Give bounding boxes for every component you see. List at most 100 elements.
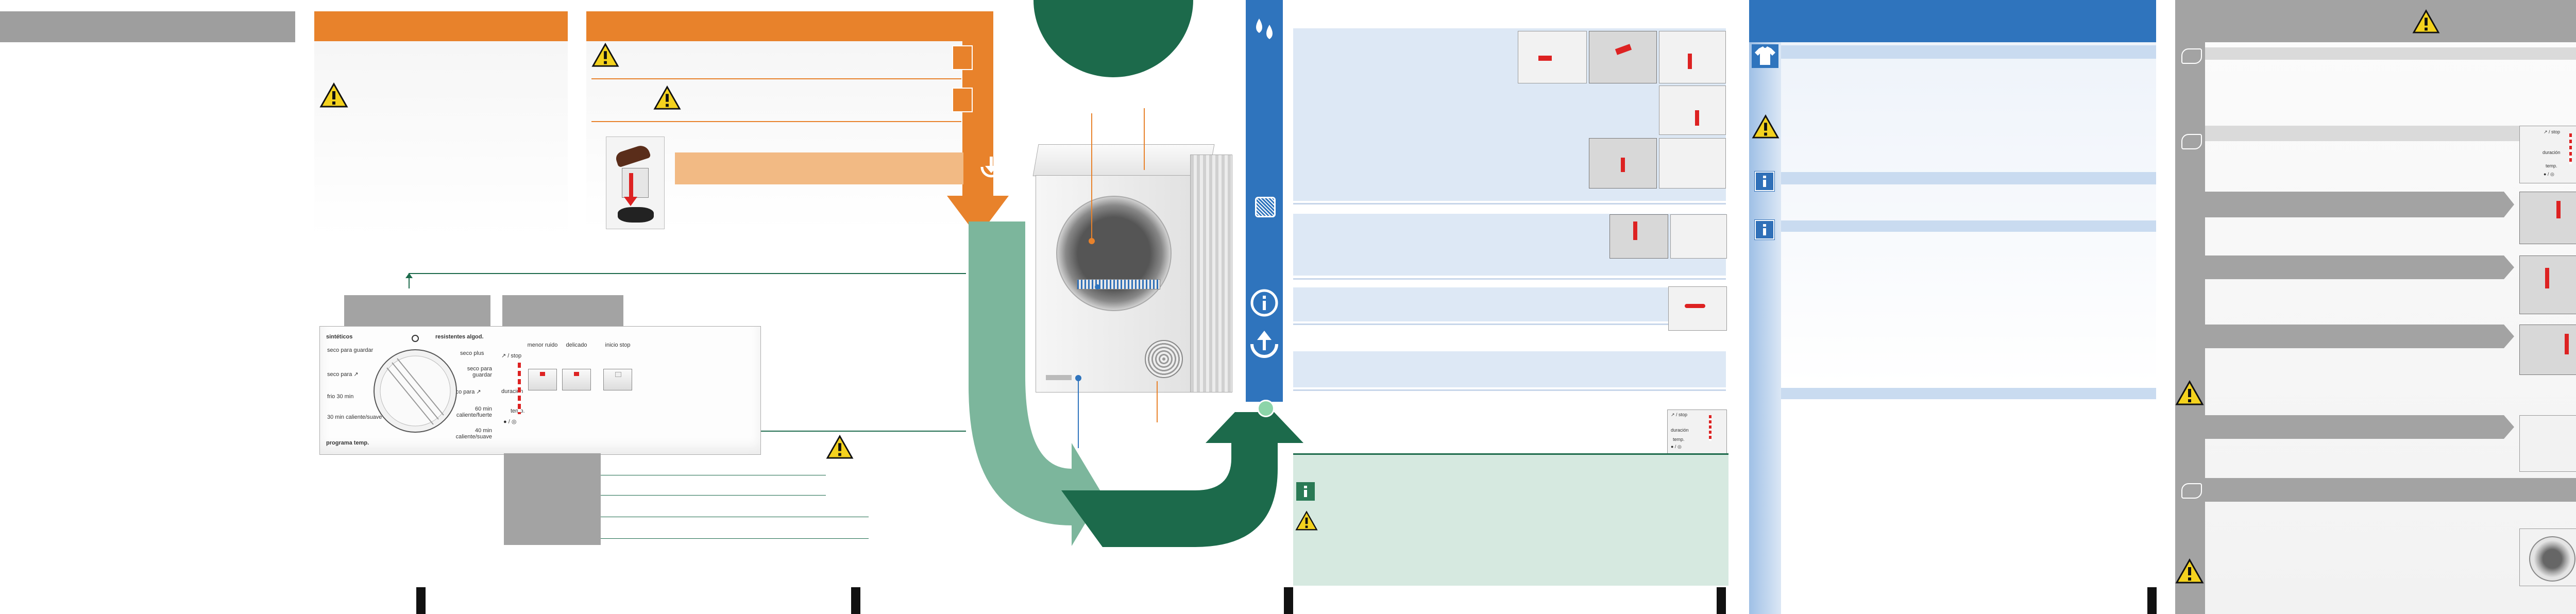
plug-connection-icon <box>952 88 973 112</box>
up-arrow-circle-icon <box>1250 331 1278 358</box>
info-circle-icon <box>1250 289 1278 317</box>
program-table-bg <box>1781 42 2156 614</box>
control-tab-right <box>502 295 623 326</box>
red-arrow-icon <box>1685 304 1705 308</box>
maintenance-section-bg <box>1293 287 1726 321</box>
warning-icon <box>2412 9 2440 33</box>
maintenance-rule <box>1293 389 1726 391</box>
button-label-start-stop: inicio stop <box>605 342 631 348</box>
dial-option: seco plus <box>460 350 484 356</box>
dial-option: seco para guardar <box>467 366 492 378</box>
program-table-band <box>1781 388 2156 399</box>
program-dial[interactable] <box>371 347 459 435</box>
button-label-low-noise: menor ruido <box>527 342 558 348</box>
option-table-gray-col <box>504 453 601 545</box>
start-stop-button[interactable] <box>603 369 632 390</box>
dial-option: seco para ↗ <box>450 389 481 395</box>
dial-option: 40 min caliente/suave <box>455 428 492 440</box>
thumb-label: ↗ / stop <box>2544 129 2561 134</box>
side-label: ↗ / stop <box>501 353 522 359</box>
option-table-row-line <box>601 495 826 496</box>
info-icon <box>1296 482 1315 501</box>
callout-line <box>1078 376 1079 448</box>
dryer-side <box>1190 155 1232 393</box>
filter-mesh-icon <box>1255 197 1276 217</box>
dryer-illustration <box>1032 144 1232 393</box>
control-detail-thumbnail: ↗ / stop duración temp. ● / ◎ <box>1667 410 1727 454</box>
warning-icon <box>2175 380 2204 405</box>
info-icon <box>1755 220 1774 240</box>
step-thumbnail <box>1518 31 1587 83</box>
panel3-divider-1 <box>591 78 961 79</box>
program-table-band <box>1781 172 2156 184</box>
hose-connection-icon <box>952 45 973 70</box>
warning-icon <box>653 85 681 110</box>
step-thumbnail <box>2519 528 2576 586</box>
thumb-label: ↗ / stop <box>1671 412 1688 417</box>
lint-filter[interactable] <box>1077 279 1160 289</box>
panel6-crop-mark <box>2147 587 2157 614</box>
step-arrow-bar <box>2205 192 2514 217</box>
low-noise-button[interactable] <box>528 369 557 390</box>
troubleshooting-row-bar <box>2205 47 2576 60</box>
orange-down-arrow <box>947 196 1009 237</box>
maintenance-rule <box>1293 203 1726 204</box>
callout-line <box>1157 381 1158 422</box>
step-thumbnail <box>1609 214 1668 259</box>
red-arrow-icon <box>1621 158 1625 172</box>
warning-icon <box>591 42 619 67</box>
program-table-band <box>1781 220 2156 232</box>
red-arrow-icon <box>1538 56 1552 61</box>
troubleshooting-row-bar <box>2205 478 2576 502</box>
hand-pointer-icon <box>2181 48 2202 64</box>
maintenance-rule <box>1293 323 1726 325</box>
step-arrow-bar <box>2205 415 2514 439</box>
panel2-header-bar <box>314 11 568 41</box>
panel2-body <box>314 41 568 237</box>
green-dot-icon <box>1257 400 1275 417</box>
thumb-label: ● / ◎ <box>1671 444 1682 449</box>
time-led-column <box>1709 415 1711 441</box>
dryer-top <box>1032 144 1215 176</box>
control-tab-left <box>344 295 490 326</box>
step-thumbnail <box>1668 286 1727 331</box>
water-tank-handle[interactable] <box>1046 375 1072 380</box>
panel5-crop-mark <box>1717 587 1726 614</box>
mid-green-curve-arrow <box>969 221 1103 546</box>
step-thumbnail <box>1659 31 1726 83</box>
hand-pointer-icon <box>2181 134 2202 149</box>
button-label-delicate: delicado <box>566 342 587 348</box>
drain-down-arrow-icon <box>980 157 1002 178</box>
callout-dot <box>1089 238 1095 244</box>
red-arrow-icon <box>1695 110 1699 126</box>
connector-arrow-up <box>405 273 413 288</box>
callout-dot <box>1075 375 1081 381</box>
lifting-illustration <box>606 137 665 229</box>
panel3-highlight-band <box>675 152 963 184</box>
callout-dot <box>1095 284 1100 289</box>
center-crop-mark <box>1284 587 1293 614</box>
side-label: ● / ◎ <box>503 419 517 425</box>
maintenance-rule <box>1293 278 1726 280</box>
step-thumbnail <box>1659 138 1726 189</box>
warning-icon <box>826 435 854 459</box>
hand-pointer-icon <box>2181 483 2202 499</box>
step-arrow-bar <box>2205 255 2514 279</box>
connector-line-top <box>409 273 966 274</box>
thumb-label: temp. <box>2546 163 2557 168</box>
water-drops-icon <box>1256 19 1273 39</box>
thumb-label: ● / ◎ <box>2544 172 2554 177</box>
dryer-control-panel: sintéticos resistentes algod. seco para … <box>319 326 761 455</box>
panel3-header-bar <box>586 11 993 41</box>
dryer-door[interactable] <box>1056 196 1172 311</box>
option-table-row-line <box>601 538 869 539</box>
vent-grille <box>1145 340 1183 378</box>
callout-line <box>1091 113 1092 241</box>
info-icon <box>1755 172 1774 191</box>
step-thumbnail <box>1659 86 1726 135</box>
dial-option: seco para guardar <box>327 347 374 353</box>
step-arrow-bar <box>2205 325 2514 348</box>
warning-icon <box>2175 558 2204 584</box>
program-table-band <box>1781 45 2156 59</box>
delicate-button[interactable] <box>562 369 591 390</box>
